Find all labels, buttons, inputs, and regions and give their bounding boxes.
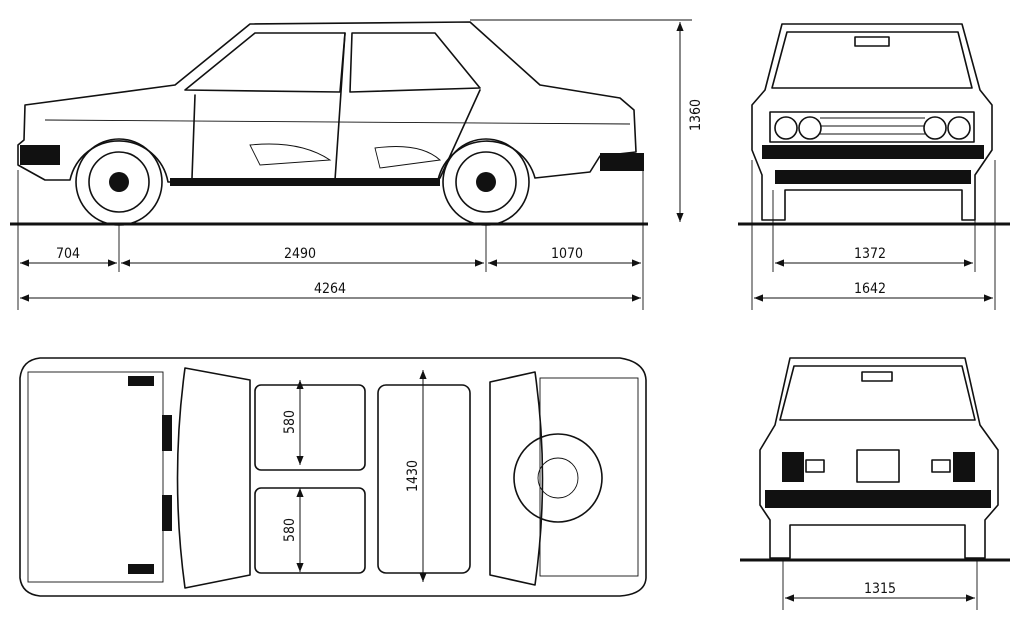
windshield xyxy=(771,31,973,89)
overall-width-label: 1642 xyxy=(854,281,886,297)
rear-track-label: 1315 xyxy=(864,581,896,597)
front-bumper-front xyxy=(762,145,984,159)
license-plate xyxy=(856,449,900,483)
rear-bumper xyxy=(600,153,644,171)
rear-bench xyxy=(377,384,471,574)
front-overhang-label: 704 xyxy=(56,246,80,262)
wheelbase-label: 2490 xyxy=(284,246,316,262)
rear-bumper-rear xyxy=(765,490,991,508)
front-seat-left xyxy=(254,384,366,471)
front-seat-depth-label: 580 xyxy=(282,410,298,434)
front-bumper xyxy=(20,145,60,165)
top-body-outline xyxy=(19,357,647,597)
front-track-label: 1372 xyxy=(854,246,886,262)
front-view: 1372 1642 xyxy=(738,23,1010,310)
height-label: 1360 xyxy=(688,99,704,131)
front-wheel xyxy=(75,138,163,226)
rear-overhang-label: 1070 xyxy=(551,246,583,262)
front-body-outline xyxy=(751,23,993,221)
side-body-outline xyxy=(17,21,637,183)
overall-length-label: 4264 xyxy=(314,281,346,297)
rear-view: 1315 xyxy=(740,357,1010,610)
top-view: 580 580 1430 xyxy=(19,357,647,597)
rear-body-outline xyxy=(759,357,999,559)
front-seat-right xyxy=(254,487,366,574)
side-view: 704 2490 1070 4264 1360 xyxy=(10,19,704,310)
rear-seat-depth-label: 580 xyxy=(282,518,298,542)
rear-window xyxy=(779,365,976,421)
interior-width-label: 1430 xyxy=(405,460,421,492)
spare-wheel xyxy=(513,433,603,523)
top-windshield xyxy=(176,367,251,589)
rear-wheel xyxy=(442,138,530,226)
